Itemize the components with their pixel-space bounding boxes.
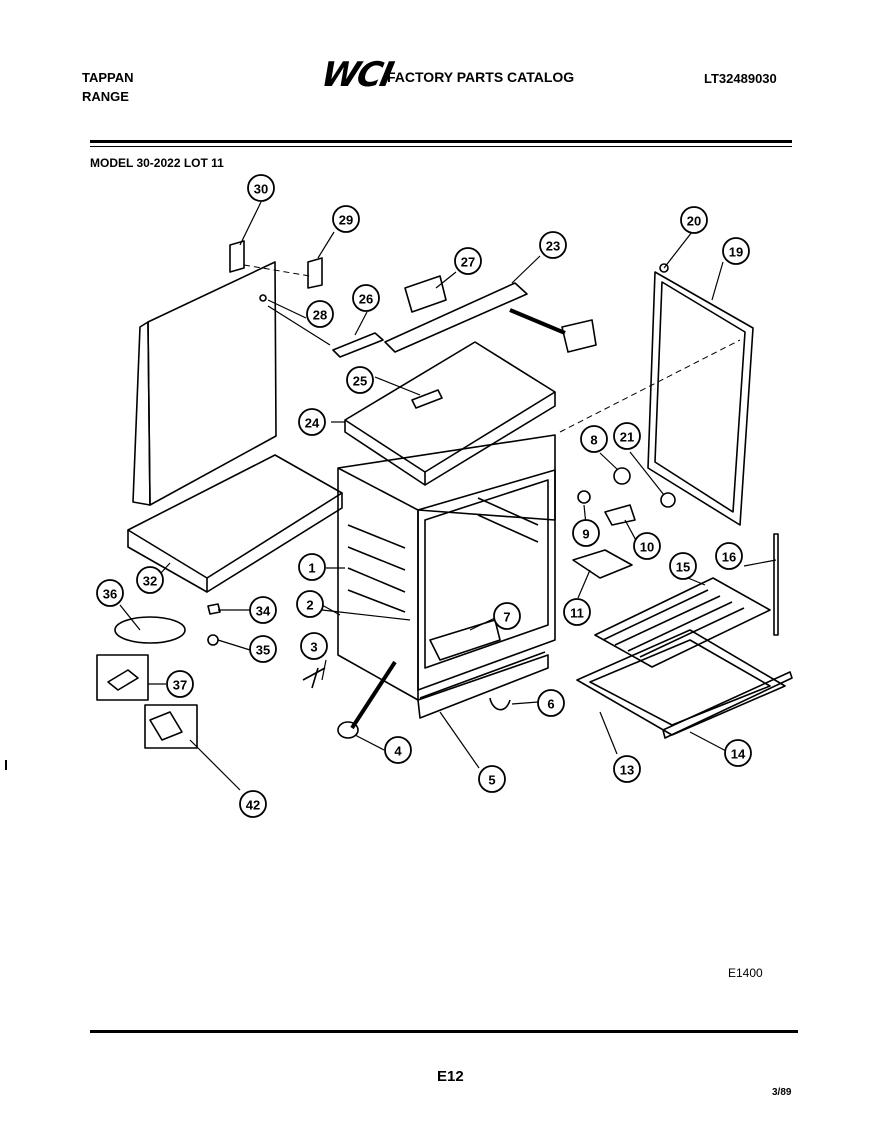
callout-label: 35 — [256, 643, 270, 658]
callout-label: 21 — [620, 430, 634, 445]
callout-37: 37 — [166, 670, 194, 698]
callout-label: 30 — [254, 182, 268, 197]
callout-label: 10 — [640, 540, 654, 555]
header-rule-thin — [90, 146, 792, 147]
callout-34: 34 — [249, 596, 277, 624]
callout-label: 25 — [353, 374, 367, 389]
date-code: 3/89 — [772, 1087, 792, 1098]
callout-label: 8 — [590, 433, 597, 448]
callout-10: 10 — [633, 532, 661, 560]
callout-8: 8 — [580, 425, 608, 453]
callout-label: 34 — [256, 604, 271, 619]
callout-label: 26 — [359, 292, 373, 307]
callout-label: 23 — [546, 239, 560, 254]
callout-label: 36 — [103, 587, 117, 602]
callout-label: 20 — [687, 214, 701, 229]
callout-26: 26 — [352, 284, 380, 312]
callout-label: 19 — [729, 245, 743, 260]
callout-9: 9 — [572, 519, 600, 547]
callout-13: 13 — [613, 755, 641, 783]
footer-rule — [90, 1030, 798, 1033]
callout-label: 29 — [339, 213, 353, 228]
callout-3: 3 — [300, 632, 328, 660]
callout-23: 23 — [539, 231, 567, 259]
callout-label: 27 — [461, 255, 475, 270]
callout-1: 1 — [298, 553, 326, 581]
product-label: RANGE — [82, 89, 129, 104]
callout-16: 16 — [715, 542, 743, 570]
callout-label: 28 — [313, 308, 327, 323]
callout-label: 6 — [547, 697, 554, 712]
callout-label: 24 — [305, 416, 320, 431]
callout-label: 3 — [310, 640, 317, 655]
callout-label: 32 — [143, 574, 157, 589]
callout-7: 7 — [493, 602, 521, 630]
callout-21: 21 — [613, 422, 641, 450]
catalog-title: FACTORY PARTS CATALOG — [387, 69, 575, 85]
callout-36: 36 — [96, 579, 124, 607]
callout-label: 37 — [173, 678, 187, 693]
model-line: MODEL 30-2022 LOT 11 — [90, 156, 224, 170]
callout-35: 35 — [249, 635, 277, 663]
callout-6: 6 — [537, 689, 565, 717]
callout-5: 5 — [478, 765, 506, 793]
callout-label: 7 — [503, 610, 510, 625]
callout-label: 5 — [488, 773, 495, 788]
callout-19: 19 — [722, 237, 750, 265]
callout-28: 28 — [306, 300, 334, 328]
callout-label: 4 — [394, 744, 402, 759]
callout-42: 42 — [239, 790, 267, 818]
page-number: E12 — [437, 1068, 464, 1085]
callout-11: 11 — [563, 598, 591, 626]
catalog-number: LT32489030 — [704, 71, 777, 86]
callout-25: 25 — [346, 366, 374, 394]
callout-label: 42 — [246, 798, 260, 813]
callout-label: 9 — [582, 527, 589, 542]
callout-2: 2 — [296, 590, 324, 618]
callout-label: 14 — [731, 747, 746, 762]
callout-label: 16 — [722, 550, 736, 565]
figure-code: E1400 — [728, 966, 763, 980]
callout-30: 30 — [247, 174, 275, 202]
callout-label: 2 — [306, 598, 313, 613]
callout-32: 32 — [136, 566, 164, 594]
callout-14: 14 — [724, 739, 752, 767]
callout-label: 11 — [570, 606, 584, 621]
callout-15: 15 — [669, 552, 697, 580]
brand-label: TAPPAN — [82, 70, 134, 85]
callout-24: 24 — [298, 408, 326, 436]
callout-label: 1 — [308, 561, 315, 576]
callout-29: 29 — [332, 205, 360, 233]
callout-4: 4 — [384, 736, 412, 764]
callout-label: 13 — [620, 763, 634, 778]
callout-label: 15 — [676, 560, 690, 575]
callout-27: 27 — [454, 247, 482, 275]
callout-20: 20 — [680, 206, 708, 234]
header-rule — [90, 140, 792, 143]
